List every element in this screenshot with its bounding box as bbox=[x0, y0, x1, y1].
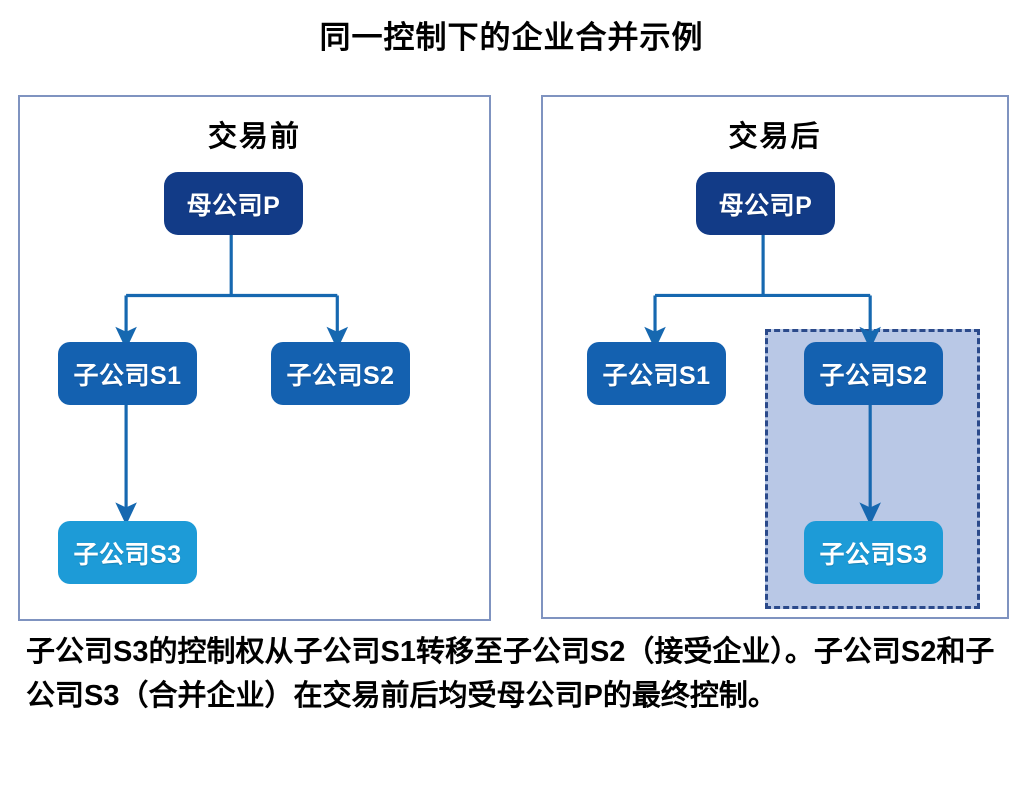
node-sub-s1-before[interactable]: 子公司S1 bbox=[58, 342, 197, 405]
node-sub-s3-before[interactable]: 子公司S3 bbox=[58, 521, 197, 584]
node-label: 子公司S3 bbox=[819, 540, 928, 569]
node-sub-s1-after[interactable]: 子公司S1 bbox=[587, 342, 726, 405]
node-parent-p-after[interactable]: 母公司P bbox=[696, 172, 835, 235]
node-label: 子公司S2 bbox=[286, 361, 395, 390]
node-label: 子公司S2 bbox=[819, 361, 928, 390]
node-label: 母公司P bbox=[718, 191, 813, 220]
panel-before-heading: 交易前 bbox=[207, 121, 301, 153]
node-label: 母公司P bbox=[186, 191, 281, 220]
panel-after-transaction: 交易后 母公司P 子公司S1 子公司S bbox=[541, 95, 1009, 619]
node-label: 子公司S1 bbox=[73, 361, 182, 390]
node-parent-p-before[interactable]: 母公司P bbox=[164, 172, 303, 235]
node-label: 子公司S1 bbox=[602, 361, 711, 390]
diagram-caption: 子公司S3的控制权从子公司S1转移至子公司S2（接受企业）。子公司S2和子公司S… bbox=[26, 636, 995, 712]
node-label: 子公司S3 bbox=[73, 540, 182, 569]
node-sub-s3-after[interactable]: 子公司S3 bbox=[804, 521, 943, 584]
node-sub-s2-after[interactable]: 子公司S2 bbox=[804, 342, 943, 405]
node-sub-s2-before[interactable]: 子公司S2 bbox=[271, 342, 410, 405]
panel-before-transaction: 交易前 母公司P 子公司S1 子公司S2 bbox=[18, 95, 491, 621]
panel-after-heading: 交易后 bbox=[728, 121, 822, 153]
page-title: 同一控制下的企业合并示例 bbox=[319, 20, 704, 55]
